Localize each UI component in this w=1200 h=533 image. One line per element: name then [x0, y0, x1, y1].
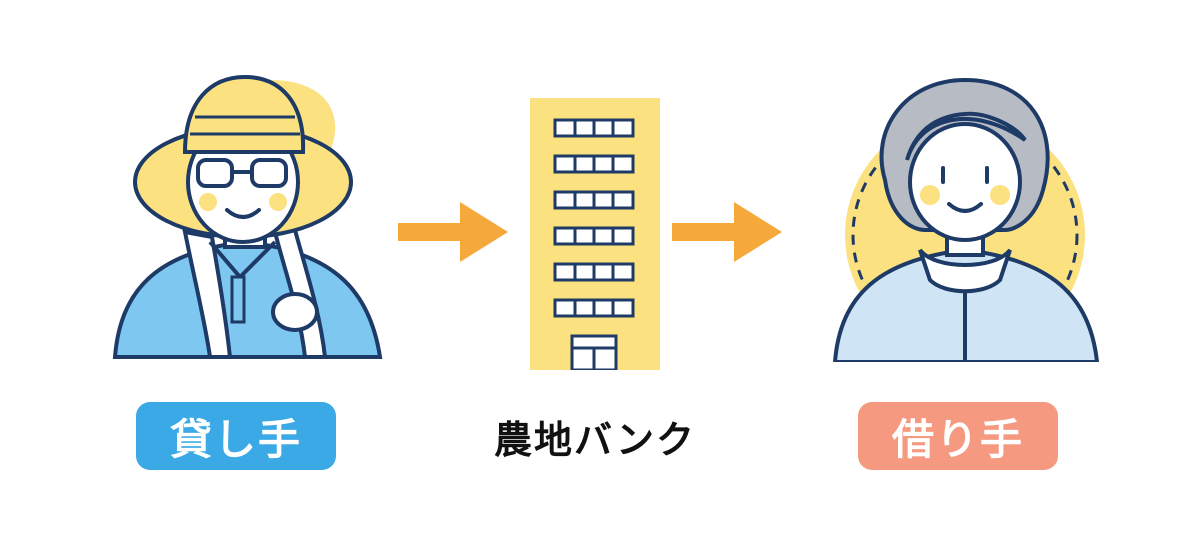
borrower-elderly-illustration — [832, 77, 1100, 362]
bank-label: 農地バンク — [465, 402, 725, 470]
flow-arrow-2 — [672, 202, 782, 262]
lender-label: 貸し手 — [169, 414, 302, 464]
borrower-label-badge: 借り手 — [858, 402, 1058, 470]
borrower-label: 借り手 — [891, 414, 1024, 464]
flow-arrow-1 — [398, 202, 508, 262]
bank-label-text: 農地バンク — [494, 417, 696, 462]
lender-label-badge: 貸し手 — [136, 402, 336, 470]
bank-building-illustration — [530, 98, 660, 370]
lender-farmer-illustration — [112, 74, 383, 359]
